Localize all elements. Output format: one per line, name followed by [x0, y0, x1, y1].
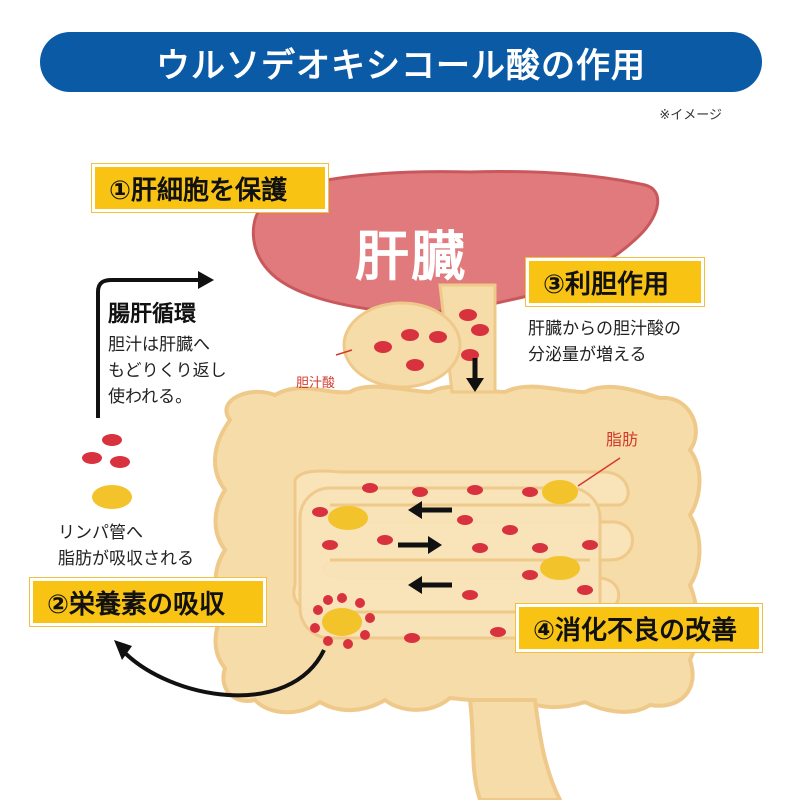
fat-pointer: [577, 457, 621, 487]
effect-tag-digestion: ④消化不良の改善: [516, 604, 762, 652]
title-banner: ウルソデオキシコール酸の作用: [40, 32, 762, 92]
choleretic-line: 分泌量が増える: [528, 345, 647, 365]
cycle-line: 胆汁は肝臓へ: [108, 335, 210, 355]
bile-acid-label: 胆汁酸: [296, 376, 336, 391]
choleretic-line: 肝臓からの胆汁酸の: [528, 319, 681, 339]
flow-arrows: [398, 358, 484, 594]
effect-tag-absorption: ②栄養素の吸収: [30, 578, 266, 626]
image-note: ※イメージ: [659, 108, 722, 123]
cycle-line: もどりくり返し: [108, 361, 227, 381]
cycle-heading: 腸肝循環: [108, 302, 197, 327]
fat-label: 脂肪: [606, 430, 639, 449]
cycle-line: 使われる。: [108, 387, 193, 407]
absorption-ring: [310, 593, 375, 649]
lymph-line: 脂肪が吸収される: [58, 549, 194, 569]
page-title: ウルソデオキシコール酸の作用: [156, 45, 646, 86]
liver-label: 肝臓: [355, 225, 467, 288]
effect-tag-protect-liver: ①肝細胞を保護: [92, 164, 328, 212]
cycle-description: 胆汁は肝臓へ もどりくり返し 使われる。: [108, 332, 278, 410]
lymph-description: リンパ管へ 脂肪が吸収される: [58, 520, 194, 572]
bile-duct: [335, 283, 497, 394]
fat-blobs: [92, 480, 580, 636]
lymph-line: リンパ管へ: [58, 523, 143, 543]
choleretic-description: 肝臓からの胆汁酸の 分泌量が増える: [528, 316, 728, 368]
cycle-arrow: [96, 271, 326, 698]
effect-tag-choleretic: ③利胆作用: [526, 258, 704, 306]
